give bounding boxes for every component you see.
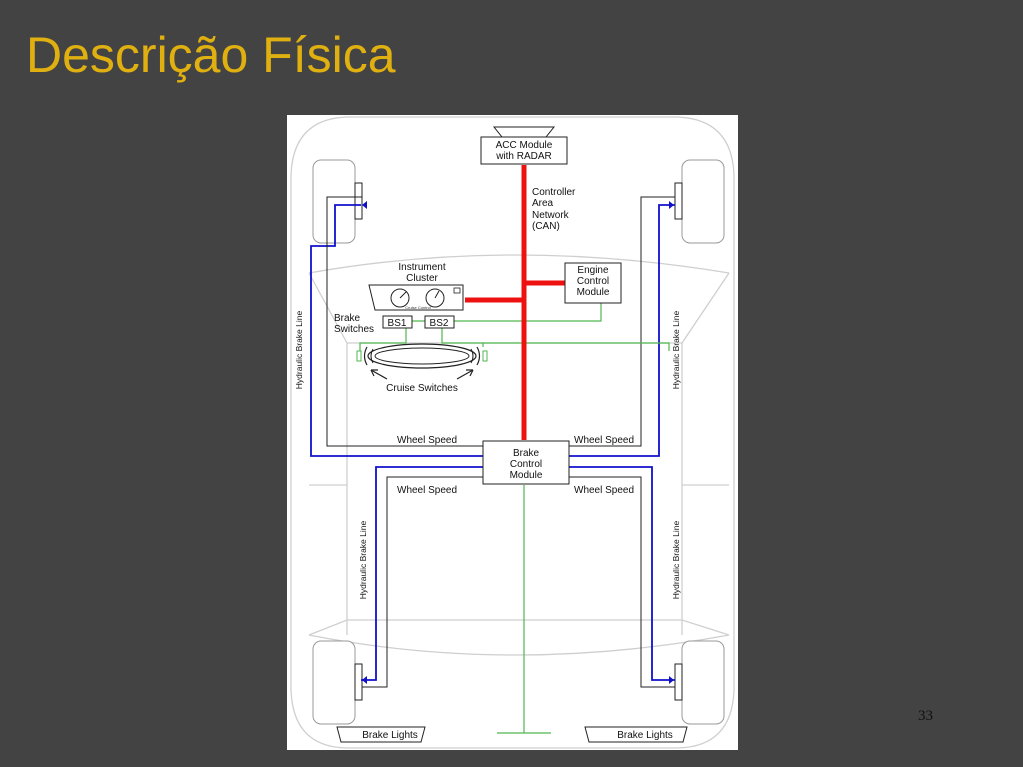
wheel-front-left: [312, 159, 363, 244]
svg-text:Area: Area: [532, 198, 554, 209]
svg-text:Brake Lights: Brake Lights: [617, 730, 673, 741]
wheel-speed-label-rear-right: Wheel Speed: [574, 485, 634, 496]
hydraulic-label-front-left: Hydraulic Brake Line: [294, 311, 304, 390]
hydraulic-label-rear-right: Hydraulic Brake Line: [671, 521, 681, 600]
svg-text:Cluster: Cluster: [406, 273, 438, 284]
wheel-speed-label-front-left: Wheel Speed: [397, 435, 457, 446]
instrument-cluster: Instrument Cluster Cruise Control: [368, 262, 464, 311]
signal-lines: [359, 303, 670, 734]
svg-text:Module: Module: [577, 287, 610, 298]
svg-text:Controller: Controller: [532, 187, 576, 198]
bs1-box: [382, 315, 413, 329]
hydraulic-label-front-right: Hydraulic Brake Line: [671, 311, 681, 390]
svg-text:Module: Module: [510, 470, 543, 481]
hydraulic-arrowheads: [362, 201, 674, 684]
bs1-label: BS1: [388, 318, 407, 329]
hydraulic-brake-lines: [310, 204, 675, 681]
can-bus: [465, 165, 565, 440]
wheel-front-right: [674, 159, 725, 244]
slide-title: Descrição Física: [26, 27, 396, 83]
svg-text:Control: Control: [577, 276, 609, 287]
brake-light-right: Brake Lights: [584, 726, 688, 743]
bs2-label: BS2: [430, 318, 449, 329]
svg-text:Instrument: Instrument: [398, 262, 445, 273]
wheel-rear-right: [674, 640, 725, 725]
engine-control-module: Engine Control Module: [564, 262, 622, 304]
wheel-speed-label-rear-left: Wheel Speed: [397, 485, 457, 496]
brake-light-left: Brake Lights: [336, 726, 426, 743]
hydraulic-label-rear-left: Hydraulic Brake Line: [358, 521, 368, 600]
brake-control-module: Brake Control Module: [482, 440, 570, 485]
acc-module-line2: with RADAR: [495, 151, 552, 162]
page-number: 33: [918, 708, 933, 724]
svg-text:Switches: Switches: [334, 324, 374, 335]
steering-wheel: [356, 343, 488, 369]
acc-module-line1: ACC Module: [496, 140, 553, 151]
cruise-switch-arrows: [370, 369, 474, 380]
svg-text:(CAN): (CAN): [532, 221, 560, 232]
svg-text:Control: Control: [510, 459, 542, 470]
brake-switches: Brake Switches BS1 BS2: [334, 313, 455, 335]
can-label: Controller Area Network (CAN): [532, 187, 576, 232]
svg-text:Network: Network: [532, 210, 570, 221]
cruise-switches-label: Cruise Switches: [386, 383, 458, 394]
wheel-rear-left: [312, 640, 363, 725]
svg-text:Brake: Brake: [513, 448, 540, 459]
svg-text:Brake: Brake: [334, 313, 361, 324]
wheel-speed-wires: [326, 196, 675, 688]
svg-text:Brake Lights: Brake Lights: [362, 730, 418, 741]
acc-system-diagram: ACC Module with RADAR Controller Area Ne…: [287, 115, 738, 750]
bs2-box: [424, 315, 455, 329]
cluster-display: Cruise Control: [405, 305, 431, 310]
wheel-speed-label-front-right: Wheel Speed: [574, 435, 634, 446]
svg-text:Engine: Engine: [577, 265, 609, 276]
acc-module: ACC Module with RADAR: [480, 126, 568, 165]
